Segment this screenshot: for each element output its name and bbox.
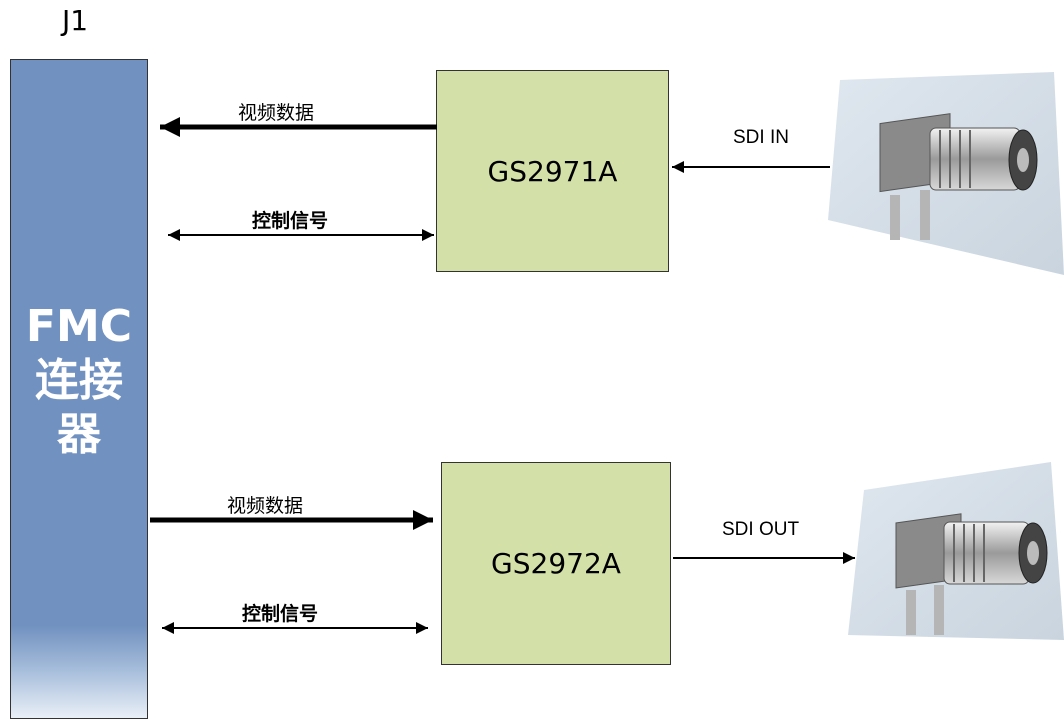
rx-video-label: 视频数据 [238,102,315,124]
gs2971a-chip-block: GS2971A [436,70,669,272]
connector-ref-label: J1 [62,4,89,37]
gs2971a-chip-label: GS2971A [487,154,618,188]
fmc-connector-block [10,59,148,719]
tx-video-label: 视频数据 [227,495,304,517]
bnc-connector-icon [828,72,1064,275]
rx-control-label: 控制信号 [252,210,329,232]
bnc-connector-icon [848,462,1064,640]
tx-control-label: 控制信号 [242,603,319,625]
gs2972a-chip-block: GS2972A [441,462,671,665]
fmc-connector-label: FMC 连接 器 [25,301,133,460]
sdi-out-label: SDI OUT [722,519,800,540]
sdi-in-label: SDI IN [733,127,789,148]
gs2972a-chip-label: GS2972A [491,547,621,580]
